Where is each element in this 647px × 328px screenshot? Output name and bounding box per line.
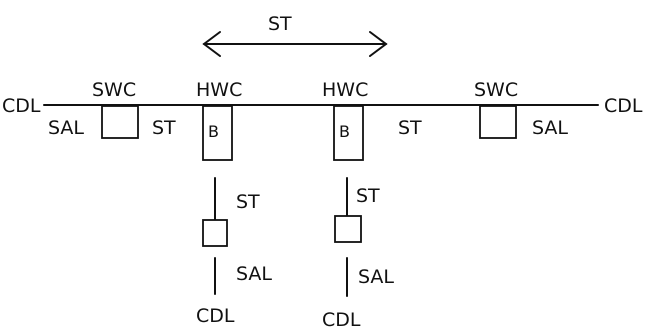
right-hwc-box-text: B <box>339 122 350 141</box>
right-branch-box <box>334 215 362 243</box>
left-swc-label: SWC <box>92 79 136 101</box>
top-double-arrow <box>202 31 388 57</box>
left-hwc-label: HWC <box>196 79 242 101</box>
left-swc-side-left: SAL <box>48 117 84 139</box>
right-branch-upper-label: ST <box>356 185 380 207</box>
left-branch-upper-label: ST <box>236 191 260 213</box>
right-swc-box <box>479 105 517 139</box>
left-branch-box <box>202 219 228 247</box>
left-swc-side-right: ST <box>152 117 176 139</box>
left-branch-end-label: CDL <box>196 305 235 327</box>
right-branch-end-label: CDL <box>322 309 361 328</box>
top-arrow-label: ST <box>268 13 292 35</box>
left-hwc-box-text: B <box>208 122 219 141</box>
right-swc-side-right: SAL <box>532 117 568 139</box>
main-line-left-end: CDL <box>2 95 41 117</box>
right-hwc-box <box>333 105 364 161</box>
right-swc-label: SWC <box>474 79 518 101</box>
left-hwc-box <box>202 105 233 161</box>
main-line-right-end: CDL <box>604 95 643 117</box>
right-hwc-side-right: ST <box>398 117 422 139</box>
left-swc-box <box>101 105 139 139</box>
right-branch-lower-label: SAL <box>358 266 394 288</box>
left-branch-lower-label: SAL <box>236 263 272 285</box>
right-hwc-label: HWC <box>322 79 368 101</box>
